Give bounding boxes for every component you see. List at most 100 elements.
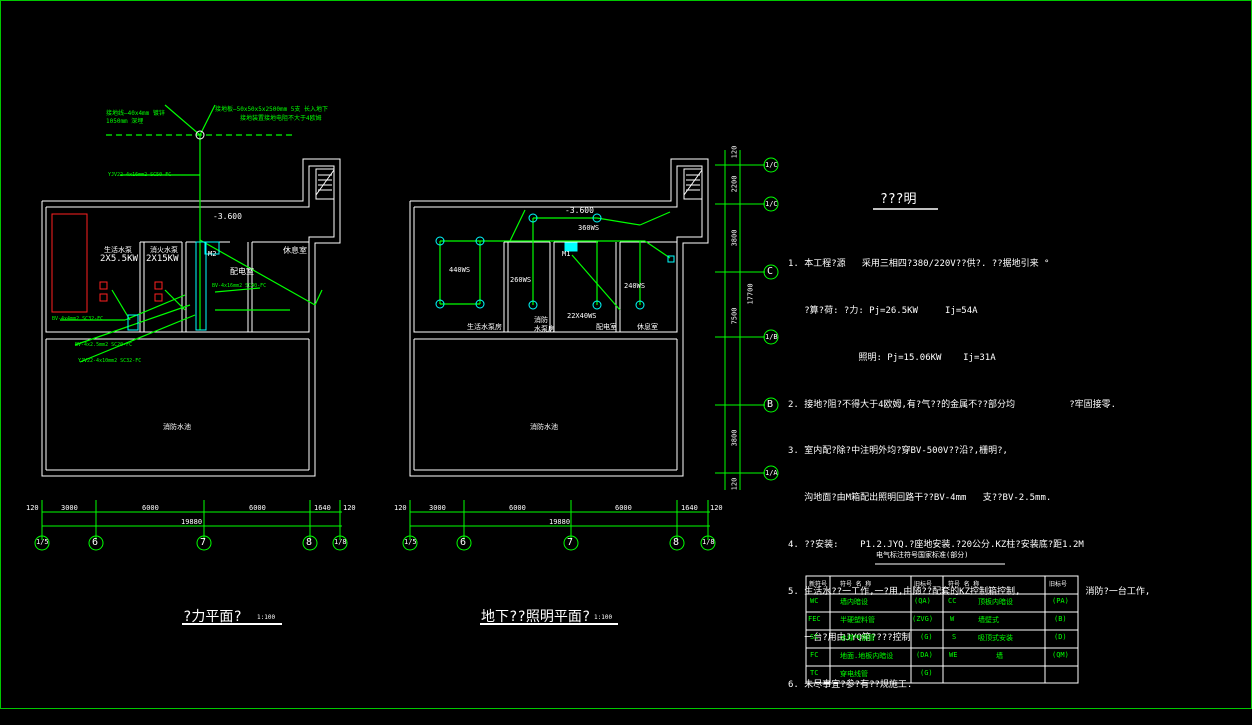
table-row: TC 穿电线管 (G) — [806, 669, 1078, 687]
left-dim-2: 6000 — [142, 504, 159, 512]
right-lamp-1: 440WS — [449, 266, 471, 274]
left-room-pump: 生活水泵 — [104, 246, 132, 254]
left-cable-top: YJV22-4x16mm2 SC50 FC — [108, 172, 172, 178]
legend-desc: 吸顶式安装 — [978, 634, 1013, 642]
right-axis-4: 8 — [673, 537, 680, 548]
left-axis-2: 6 — [92, 537, 99, 548]
right-lighting-wiring — [439, 209, 671, 311]
note-line: 1. 本工程?源 采用三相四?380/220V??供?. ??据地引来 ° — [788, 259, 1050, 270]
note-line: 6. 未尽事宜?参?有??规施工. — [788, 680, 913, 691]
left-axis-5: 1/8 — [334, 538, 347, 546]
legend-code: FC — [810, 651, 819, 659]
legend-h5: 旧标号 — [1049, 581, 1068, 588]
left-dim-end-b: 120 — [343, 504, 356, 512]
right-axis-3: 7 — [567, 537, 574, 548]
vdim-5: 3800 — [730, 429, 739, 447]
right-inner-wall — [413, 165, 703, 333]
left-inner-wall — [45, 165, 335, 333]
right-axis-5: 1/8 — [702, 538, 715, 546]
legend-code: CC — [948, 597, 957, 605]
notes-list: 1. 本工程?源 采用三相四?380/220V??供?. ??据地引来 ° ?算… — [788, 226, 1150, 725]
vertical-dimension-line — [715, 150, 779, 490]
left-dim-4: 1640 — [314, 504, 331, 512]
left-room-dist: 配电室 — [230, 267, 254, 276]
left-cable-bot1: BV-4x2.5mm2 SC20-FC — [75, 342, 133, 348]
left-room-fire: 消火水泵 — [150, 246, 178, 254]
legend-desc: 顶板内暗设 — [978, 598, 1013, 606]
right-axis-1: 1/5 — [404, 538, 417, 546]
right-dim-end-a: 120 — [394, 504, 407, 512]
legend-desc: 穿电线管 — [840, 670, 868, 678]
left-dim-1: 3000 — [61, 504, 78, 512]
right-room-pump: 生活水泵房 — [467, 323, 502, 331]
right-dim-1: 3000 — [429, 504, 446, 512]
legend-code: FEC — [808, 615, 821, 623]
right-room-dist: 配电室 — [596, 323, 617, 331]
left-axis-4: 8 — [306, 537, 313, 548]
left-dim-end-a: 120 — [26, 504, 39, 512]
legend-h2: 符号 名 称 — [840, 581, 872, 588]
note-line: 4. ??安装: P1.2.JYQ.?座地安装.?20公分.KZ柱?安装底?距1… — [788, 539, 1084, 550]
right-plan-title: 地下??照明平面? — [481, 609, 591, 625]
right-plan-scale: 1:100 — [594, 614, 613, 621]
right-dim-3: 6000 — [615, 504, 632, 512]
vaxis-5: B — [767, 399, 774, 410]
cad-drawing — [34, 104, 1079, 684]
vaxis-4: 1/B — [765, 333, 778, 341]
vdim-total: 17700 — [746, 283, 755, 305]
right-dim-4: 1640 — [681, 504, 698, 512]
right-elevation: -3.600 — [565, 206, 594, 215]
left-room-rest: 休息室 — [283, 246, 307, 255]
vaxis-3: C — [767, 266, 774, 277]
left-note1b: 1050mm 深埋 — [106, 118, 144, 125]
left-note2b: 接地装置接地电阻不大于4欧姆 — [240, 115, 322, 122]
vdim-2: 2200 — [730, 175, 739, 193]
vdim-4: 7500 — [730, 307, 739, 325]
vdim-3: 3800 — [730, 229, 739, 247]
legend-code: WC — [810, 597, 819, 605]
legend-old: (QA) — [914, 597, 931, 605]
left-dimension-line — [34, 500, 348, 551]
legend-desc: 墙 — [996, 652, 1003, 660]
vdim-1: 120 — [730, 145, 739, 159]
right-room-rest: 休息室 — [637, 323, 658, 331]
right-dim-total: 19880 — [549, 518, 571, 526]
right-lamp-2: 260WS — [510, 276, 532, 284]
legend-old: (B) — [1054, 615, 1067, 623]
right-box-label: M1 — [562, 250, 571, 258]
note-line: 一台?用由JYQ箱????控制 — [788, 633, 911, 644]
legend-h3: 旧标号 — [914, 581, 933, 588]
legend-code: W — [950, 615, 955, 623]
right-axis-2: 6 — [460, 537, 467, 548]
left-cable-mid1: BV-4x4mm2 SC32-FC — [52, 316, 104, 322]
legend-h1: 新符号 — [809, 581, 828, 588]
legend-code: TC — [810, 669, 819, 677]
left-room-pool: 消防水池 — [163, 423, 191, 431]
text-layer: 接地线—40x4mm 镀锌 1050mm 深埋 接地板—50x50x5x2500… — [26, 106, 1150, 690]
right-dimension-line — [402, 500, 716, 551]
note-line: 5. 生活水??一工作,一?用,由随??配套的KZ控制箱控制, 消防?一台工作, — [788, 586, 1151, 597]
table-row: FEC 半硬塑料管 (ZVG) W 墙壁式 (B) — [806, 615, 1078, 633]
left-cable-mid2: BV-4x16mm2 SC40-FC — [212, 283, 267, 289]
left-axis-1: 1/5 — [36, 538, 49, 546]
left-plan-scale: 1:100 — [257, 614, 276, 621]
legend-code: WE — [949, 651, 958, 659]
table-row: WC 墙内暗设 (QA) CC 顶板内暗设 (PA) — [806, 597, 1078, 615]
legend-code: SC — [810, 633, 819, 641]
legend-desc: 地面.地板内暗设 — [840, 652, 894, 660]
left-dim-total: 19880 — [181, 518, 203, 526]
vaxis-6: 1/A — [765, 469, 778, 477]
right-plan — [409, 158, 709, 477]
notes-heading: ???明 — [880, 192, 917, 207]
left-power-wiring — [60, 104, 323, 363]
left-fire-spec: 2X15KW — [146, 254, 179, 264]
note-line: 3. 室内配?除?中注明外均?穿BV-500V??沿?,栅明?, — [788, 446, 1008, 457]
note-line: 沟地面?由M箱配出照明回路干??BV-4mm 支??BV-2.5mm. — [788, 493, 1052, 504]
vaxis-1: 1/C — [765, 161, 778, 169]
legend-old: (G) — [920, 633, 933, 641]
left-dim-3: 6000 — [249, 504, 266, 512]
right-room-pool: 消防水池 — [530, 423, 558, 431]
legend-code: S — [952, 633, 957, 641]
legend-old: (DA) — [916, 651, 933, 659]
legend-desc: 墙内暗设 — [840, 598, 868, 606]
